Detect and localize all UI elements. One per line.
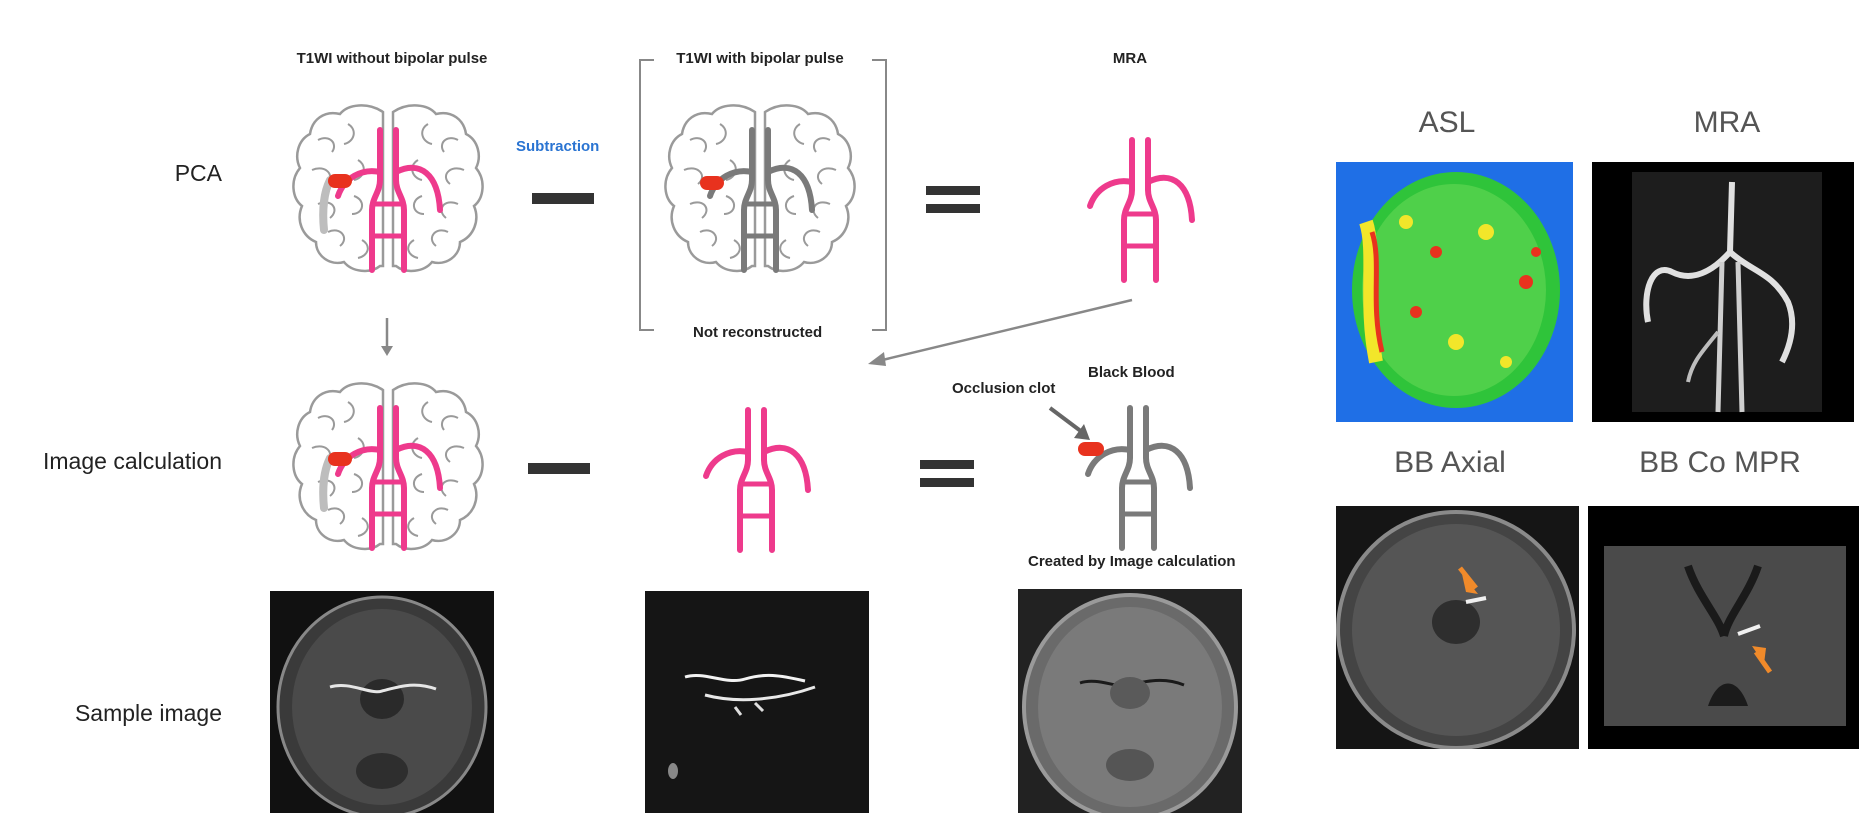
panel-title-asl: ASL: [1418, 106, 1476, 139]
sample-image-mra-noise: [645, 591, 869, 813]
sample-image-t1wi: [270, 591, 494, 813]
row-label-image-calculation: Image calculation: [43, 448, 222, 474]
asl-perfusion-map: [1336, 162, 1573, 422]
mra-mip-image: [1592, 162, 1854, 422]
row-label-pca: PCA: [174, 160, 222, 186]
equals-sign-icon: [926, 204, 980, 213]
arrow-icon: [868, 298, 1133, 366]
mra-vessel-calc-diagram: [656, 380, 856, 580]
not-reconstructed-label: Not reconstructed: [693, 324, 823, 341]
occlusion-clot-label: Occlusion clot: [952, 380, 1056, 397]
sample-image-black-blood: [1018, 589, 1242, 813]
panel-title-bb-axial: BB Axial: [1394, 446, 1506, 479]
panel-title-bb-co-mpr: BB Co MPR: [1639, 446, 1801, 479]
minus-sign-icon: [532, 193, 594, 204]
brain-diagram-pca-with: [664, 104, 856, 300]
bb-axial-image: [1336, 506, 1579, 749]
clot-pointer-arrow-icon: [1048, 406, 1090, 440]
down-arrow-icon: [381, 318, 393, 356]
black-blood-vessel-diagram: [1078, 378, 1238, 578]
column-title-mra: MRA: [1112, 50, 1148, 67]
equals-sign-icon: [926, 186, 980, 195]
column-title-t1wi-with: T1WI with bipolar pulse: [676, 50, 844, 67]
mra-vessel-diagram: [1040, 110, 1240, 310]
column-title-t1wi-without: T1WI without bipolar pulse: [296, 50, 488, 67]
bracket-box: [639, 59, 887, 331]
subtraction-label: Subtraction: [516, 138, 600, 155]
bb-coronal-mpr-image: [1588, 506, 1859, 749]
equals-sign-icon: [920, 460, 974, 469]
brain-diagram-calc: [292, 382, 484, 578]
panel-title-mra: MRA: [1693, 106, 1761, 139]
brain-diagram-pca-without: [292, 104, 484, 300]
created-by-label: Created by Image calculation: [1028, 553, 1236, 570]
minus-sign-icon: [528, 463, 590, 474]
row-label-sample-image: Sample image: [74, 700, 222, 726]
equals-sign-icon: [920, 478, 974, 487]
black-blood-label: Black Blood: [1088, 364, 1175, 381]
